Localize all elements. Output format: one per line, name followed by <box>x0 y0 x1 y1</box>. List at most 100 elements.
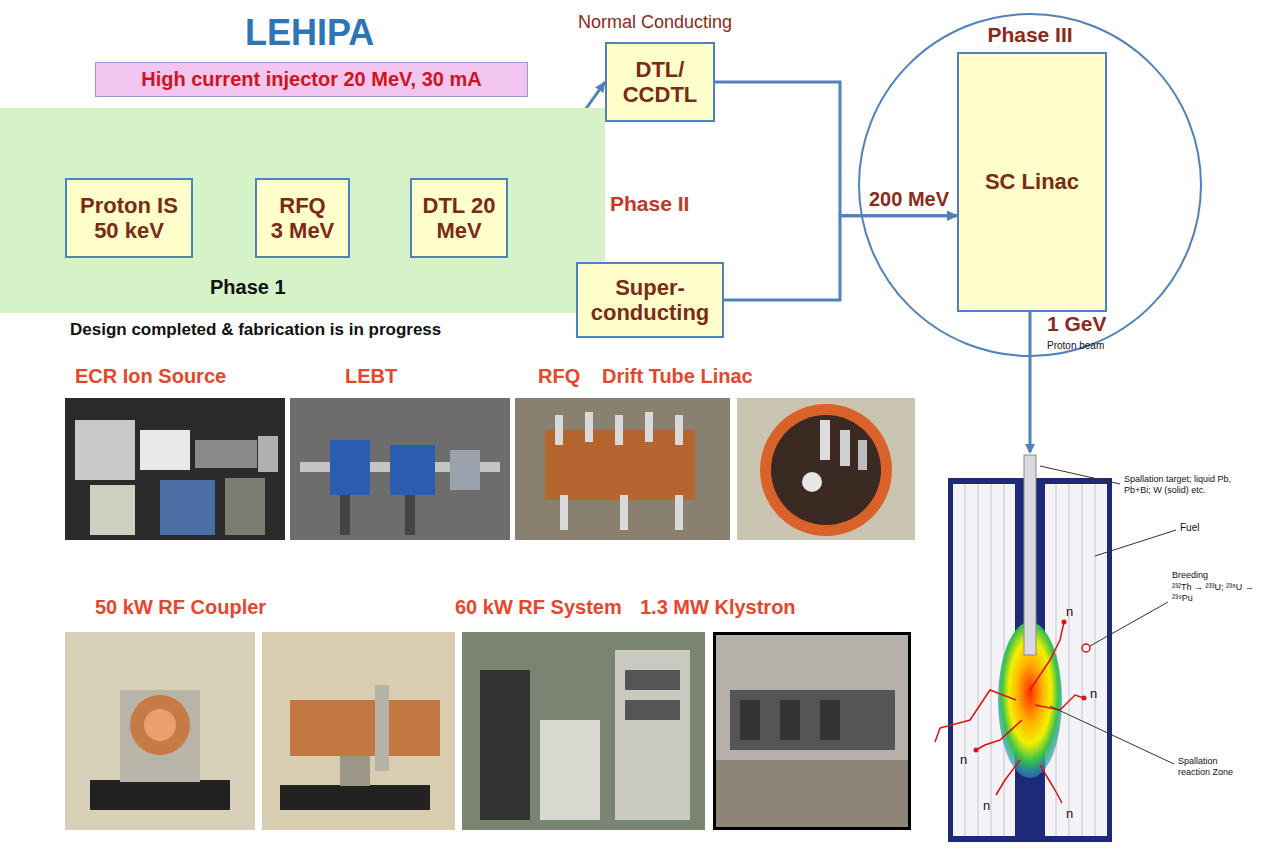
photo-rfq-part <box>675 415 683 445</box>
photo-klystron <box>715 634 910 829</box>
photo-rf-system-part <box>480 670 530 820</box>
leader-lines <box>1040 466 1176 764</box>
photo-rf-system-part <box>615 650 690 820</box>
node-label: High current injector 20 MeV, 30 mA <box>141 68 481 91</box>
photo-klystron-part <box>715 634 910 829</box>
spallation-figure-part <box>1069 484 1070 836</box>
label-slot: n <box>983 798 990 813</box>
photo-caption: 50 kW RF Coupler <box>95 596 266 619</box>
beam-label: Proton beam <box>1047 340 1104 351</box>
label-slot: Spallation reaction Zone <box>1178 756 1248 778</box>
photo-dtl-part <box>840 430 850 466</box>
photo-caption: 60 kW RF System <box>455 596 622 619</box>
process-box: SC Linac <box>957 52 1107 312</box>
label-slot: Proton beam <box>1047 340 1104 351</box>
spallation-figure-part <box>965 484 966 836</box>
spallation-figure-part <box>1082 484 1083 836</box>
phase-band: Phase 1Proton IS 50 keVRFQ 3 MeVDTL 20 M… <box>0 108 605 313</box>
photo-ecr-part <box>258 436 278 472</box>
photo-rfq-part <box>515 398 730 540</box>
photo-lebt-part <box>450 450 480 490</box>
label-slot: LEBT <box>345 365 397 388</box>
label-slot: Drift Tube Linac <box>602 365 753 388</box>
photo-dtl-part <box>771 415 881 525</box>
photo-rf-system-part <box>540 720 600 820</box>
photo-lebt <box>290 398 510 540</box>
box-label: DTL 20 MeV <box>419 193 499 244</box>
label-slot: 60 kW RF System <box>455 596 622 619</box>
photo-coupler-b-part <box>375 685 389 771</box>
label-slot: Breeding <box>1172 570 1208 581</box>
spallation-figure-part <box>974 748 979 753</box>
photo-dtl-part <box>760 404 892 536</box>
photo-dtl <box>737 398 915 540</box>
leader-lines-part <box>1095 530 1176 556</box>
photo-rf-system-part <box>462 632 705 830</box>
photo-ecr-part <box>195 440 257 468</box>
photo-klystron-part <box>740 700 760 740</box>
spallation-figure-part <box>1095 484 1096 836</box>
photo-caption: Drift Tube Linac <box>602 365 753 388</box>
spallation-figure-part <box>1082 696 1087 701</box>
photo-caption: ECR Ion Source <box>75 365 226 388</box>
neutron-label: n <box>983 798 990 813</box>
injector-banner: High current injector 20 MeV, 30 mA <box>95 62 528 97</box>
label-slot: RFQ <box>538 365 580 388</box>
photo-ecr-part <box>75 420 135 480</box>
label-slot: Spallation target; liquid Pb, Pb+Bi; W (… <box>1124 474 1234 496</box>
spallation-figure-part <box>978 484 979 836</box>
energy-label: 1 GeV <box>1047 312 1107 336</box>
photo-rf-system-part <box>625 670 680 690</box>
photo-rfq <box>515 398 730 540</box>
photo-rfq-part <box>645 412 653 442</box>
spallation-figure-part <box>976 720 1022 750</box>
photo-lebt-part <box>405 495 415 535</box>
photo-dtl-part <box>802 472 822 492</box>
label-slot: ECR Ion Source <box>75 365 226 388</box>
box-label: SC Linac <box>985 169 1079 194</box>
photo-rfq-part <box>555 415 563 445</box>
spallation-figure-part <box>1035 695 1084 710</box>
label-slot: 1 GeV <box>1047 312 1107 336</box>
spallation-figure-part <box>1030 622 1064 690</box>
box-label: Proton IS 50 keV <box>74 193 184 244</box>
photo-caption: LEBT <box>345 365 397 388</box>
leader-lines-part <box>1050 706 1174 764</box>
label-slot: n <box>1066 604 1073 619</box>
photo-dtl-part <box>820 420 830 460</box>
label-slot: 200 MeV <box>869 188 949 211</box>
photo-ecr <box>65 398 285 540</box>
neutron-label: n <box>1066 806 1073 821</box>
photo-lebt-part <box>390 445 435 495</box>
process-box: Super- conducting <box>576 262 724 338</box>
box-label: Super- conducting <box>585 275 715 326</box>
node-label: Phase III <box>860 23 1200 47</box>
diagram-title: LEHIPA <box>245 12 374 54</box>
box-label: RFQ 3 MeV <box>271 193 335 244</box>
spallation-figure-part <box>996 760 1020 795</box>
photo-rf-system-part <box>625 700 680 720</box>
neutron-label: n <box>1090 686 1097 701</box>
figure-callout: Spallation reaction Zone <box>1178 756 1248 778</box>
photo-klystron-part <box>716 760 908 827</box>
photo-coupler-a-part <box>65 632 255 830</box>
flow-arrow <box>724 216 957 300</box>
photo-dtl-part <box>858 440 867 470</box>
box-label: DTL/ CCDTL <box>615 57 705 108</box>
figure-callout: Breeding <box>1172 570 1208 581</box>
photo-coupler-a-part <box>130 695 190 755</box>
photo-rfq-part <box>620 495 628 530</box>
process-box: Proton IS 50 keV <box>65 178 193 258</box>
neutron-label: n <box>960 752 967 767</box>
phase-label: Phase II <box>610 192 689 216</box>
label-slot: Fuel <box>1180 522 1199 533</box>
process-box: RFQ 3 MeV <box>255 178 350 258</box>
photo-dtl-part <box>737 398 915 540</box>
photo-lebt-part <box>330 440 370 495</box>
photo-rfq-part <box>615 415 623 445</box>
photo-klystron-part <box>780 700 800 740</box>
photo-coupler-b-part <box>290 700 440 756</box>
photo-coupler-a-part <box>90 780 230 810</box>
spallation-figure <box>935 312 1112 842</box>
